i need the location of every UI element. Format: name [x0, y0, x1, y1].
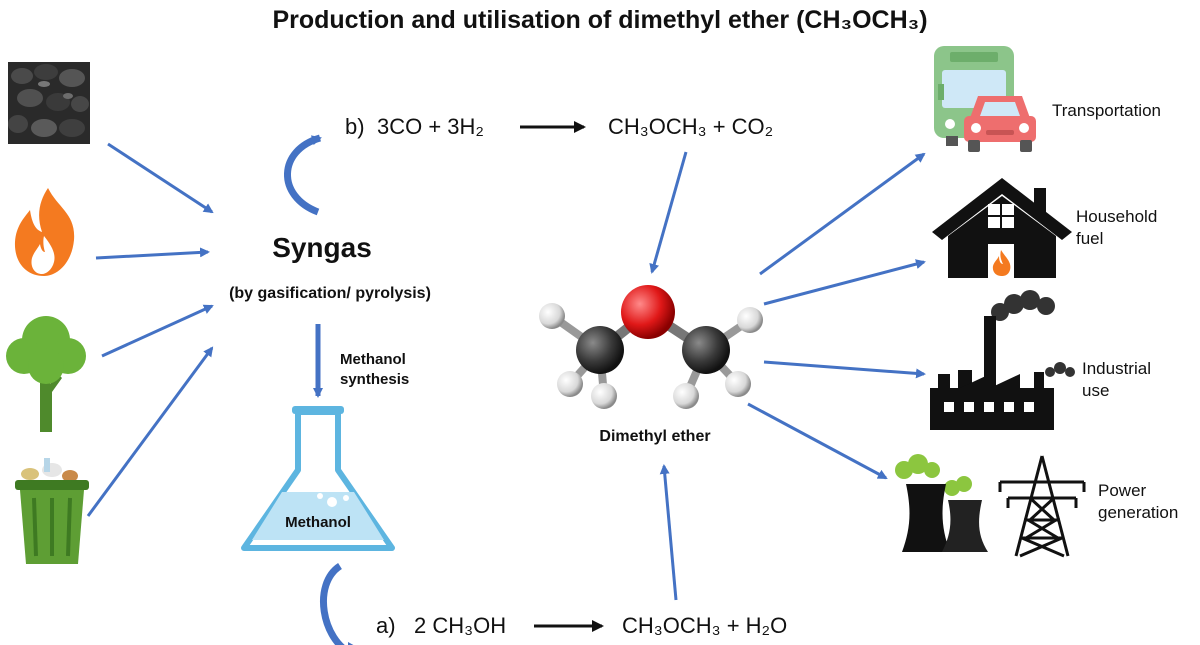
- reaction-a-products: CH₃OCH₃ + H₂O: [622, 613, 788, 638]
- dme-molecule-icon: [539, 285, 763, 409]
- use-arrows: [747, 152, 926, 480]
- arrow-dme-to-transportation: [759, 152, 926, 276]
- arrow-tree-to-syngas: [101, 304, 214, 358]
- house-fire-icon: [932, 178, 1072, 278]
- reaction-a-letter: a): [376, 613, 396, 638]
- bus-car-icon: [934, 46, 1036, 152]
- transportation-label: Transportation: [1052, 101, 1161, 120]
- methanol-synthesis-line1: Methanol: [340, 351, 406, 368]
- industrial-use-label: Industrial use: [1082, 358, 1151, 402]
- reaction-a-reactants: 2 CH₃OH: [414, 613, 507, 638]
- arrow-coal-to-syngas: [107, 142, 214, 214]
- arrow-dme-to-industrial: [763, 360, 926, 379]
- reaction-b-products: CH₃OCH₃ + CO₂: [608, 114, 774, 139]
- power-label-line1: Power: [1098, 481, 1147, 500]
- reaction-b-reactants: 3CO + 3H₂: [377, 114, 484, 139]
- power-plant-icon: [895, 454, 988, 552]
- factory-icon: [930, 290, 1075, 430]
- arrow-flame-to-syngas: [95, 247, 210, 260]
- arrow-dme-to-power: [747, 402, 888, 480]
- reaction-b-letter: b): [345, 114, 365, 139]
- household-label-line1: Household: [1076, 207, 1158, 226]
- industrial-label-line2: use: [1082, 381, 1110, 401]
- pylon-icon: [998, 455, 1086, 558]
- arrow-dme-to-household: [763, 259, 926, 306]
- household-label-line2: fuel: [1076, 229, 1104, 249]
- curved-arrow-methanol-to-a: [319, 563, 346, 645]
- arrow-b-to-dme: [649, 151, 688, 274]
- curved-arrow-syngas-to-b: [284, 134, 322, 216]
- tree-icon: [6, 316, 86, 432]
- power-label-line2: generation: [1098, 503, 1179, 523]
- flask-label: Methanol: [285, 514, 351, 531]
- page-title: Production and utilisation of dimethyl e…: [272, 6, 928, 34]
- arrow-a-to-dme: [659, 464, 678, 601]
- industrial-label-line1: Industrial: [1082, 359, 1151, 378]
- flask-icon: [241, 406, 395, 551]
- syngas-sublabel: (by gasification/ pyrolysis): [229, 285, 431, 302]
- household-fuel-label: Household fuel: [1076, 206, 1157, 250]
- methanol-synthesis-label: Methanol synthesis: [340, 350, 409, 391]
- waste-bin-icon: [15, 458, 89, 564]
- dme-label: Dimethyl ether: [599, 428, 711, 445]
- flame-icon: [14, 188, 75, 276]
- curved-arrow-head: [348, 642, 354, 645]
- power-generation-label: Power generation: [1098, 480, 1178, 524]
- feedstock-arrows: [86, 142, 214, 517]
- arrow-bin-to-syngas: [86, 346, 214, 517]
- coal-icon: [8, 62, 90, 144]
- syngas-label: Syngas: [272, 232, 372, 263]
- methanol-synthesis-line2: synthesis: [340, 371, 410, 389]
